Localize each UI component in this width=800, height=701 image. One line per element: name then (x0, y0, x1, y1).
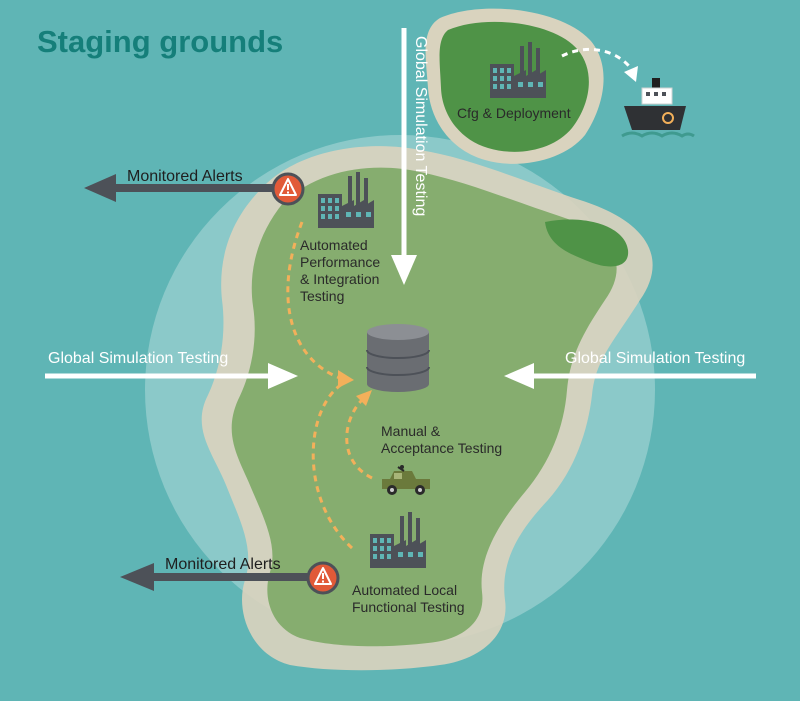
local-label-line-1: Automated Local (352, 582, 457, 598)
path-perf-to-db-head (338, 370, 354, 388)
right-simulation-label: Global Simulation Testing (565, 350, 745, 367)
factory-icon-local (370, 512, 426, 568)
perf-label: Automated Performance & Integration Test… (300, 237, 384, 304)
main-island (231, 167, 617, 647)
left-simulation-arrow-head (268, 363, 298, 389)
perf-label-line-1: Automated (300, 237, 368, 253)
jeep-icon (382, 465, 430, 495)
alert-arrow-bottom-head (120, 563, 154, 591)
left-simulation-label: Global Simulation Testing (48, 350, 228, 367)
database-icon (366, 324, 430, 392)
path-deploy-to-ship (561, 47, 634, 71)
factory-icon-performance (318, 172, 374, 228)
factory-icon-deployment (490, 42, 546, 98)
alert-label-top: Monitored Alerts (127, 168, 243, 185)
path-manual-to-db (345, 398, 373, 480)
page-title: Staging grounds (37, 24, 283, 59)
deploy-label: Cfg & Deployment (457, 105, 571, 121)
path-deploy-to-ship-head (624, 66, 638, 82)
vertical-simulation-arrow-head (391, 255, 417, 285)
perf-label-line-2: Performance (300, 254, 380, 270)
perf-label-line-4: Testing (300, 288, 344, 304)
manual-label-line-2: Acceptance Testing (381, 440, 502, 456)
alert-arrow-top-head (84, 174, 116, 202)
manual-label: Manual & Acceptance Testing (381, 423, 502, 456)
path-local-to-db (311, 382, 354, 550)
vertical-simulation-label: Global Simulation Testing (412, 36, 429, 216)
path-manual-to-db-head (356, 390, 372, 406)
manual-label-line-1: Manual & (381, 423, 441, 439)
right-simulation-arrow-head (504, 363, 534, 389)
alert-icon-top (271, 172, 305, 206)
path-perf-to-db (286, 221, 341, 380)
forest-patch (545, 219, 629, 267)
alert-label-bottom: Monitored Alerts (165, 556, 281, 573)
alert-arrow-bottom-shaft (150, 573, 318, 581)
local-label: Automated Local Functional Testing (352, 582, 465, 615)
perf-label-line-3: & Integration (300, 271, 379, 287)
ship-icon (621, 78, 695, 138)
local-label-line-2: Functional Testing (352, 599, 465, 615)
alert-icon-bottom (306, 561, 340, 595)
alert-arrow-top-shaft (110, 184, 278, 192)
